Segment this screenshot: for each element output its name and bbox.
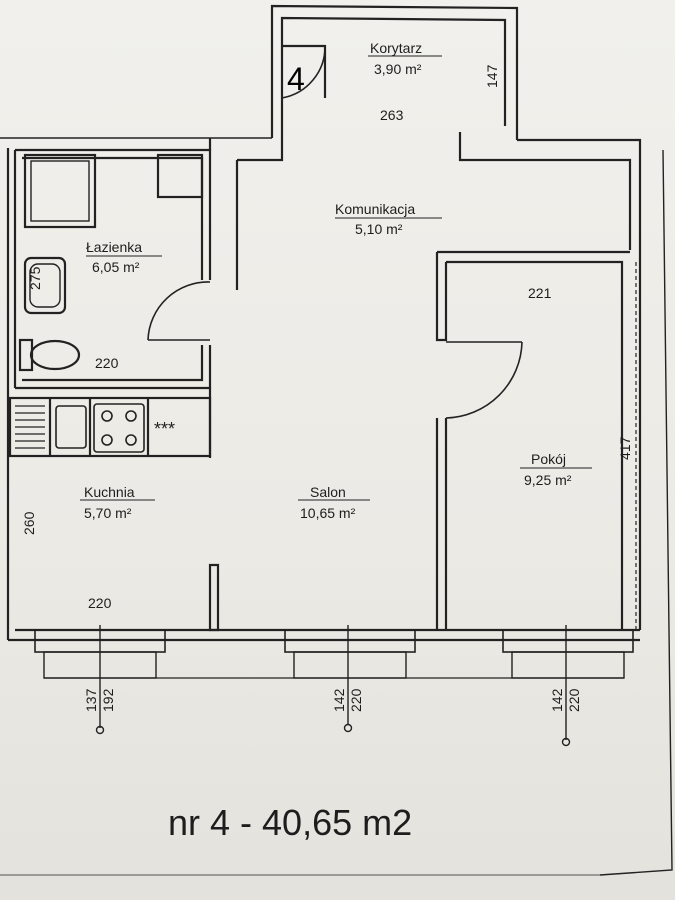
room-area-lazienka: 6,05 m² [92,259,140,275]
dim-lazienka-depth: 275 [27,266,43,290]
wall-pokoj-left [435,252,448,342]
room-area-kuchnia: 5,70 m² [84,505,132,521]
wall-korytarz-outer [270,4,519,140]
dim-korytarz-depth: 147 [484,64,500,88]
dim-window1-b: 192 [100,688,116,712]
dim-pokoj-length: 417 [617,436,633,460]
room-name-korytarz: Korytarz [370,40,422,56]
unit-number-badge: 4 [287,61,305,97]
window-kuchnia [34,625,166,735]
dim-window1-a: 137 [83,688,99,712]
toilet-bowl [29,339,81,371]
dim-kuchnia-width: 220 [88,595,112,611]
stove [93,403,145,453]
stove-burner-2 [125,410,137,422]
dim-window2-a: 142 [331,688,347,712]
dim-window3-b: 220 [566,688,582,712]
dim-korytarz-width: 263 [380,107,404,123]
stove-burner-1 [101,410,113,422]
window-pokoj [502,625,634,747]
bathtub-inner [30,160,90,222]
wall-bathroom-bottom-inner [22,345,204,382]
wall-komunikacja-a [237,132,284,162]
dim-lazienka-width: 220 [95,355,119,371]
room-name-salon: Salon [310,484,346,500]
room-area-salon: 10,65 m² [300,505,356,521]
sheet-border-right [599,149,673,876]
room-area-korytarz: 3,90 m² [374,61,422,77]
room-name-lazienka: Łazienka [86,239,142,255]
room-name-kuchnia: Kuchnia [84,484,135,500]
washbasin [23,256,67,315]
wall-pokoj-left-lower [435,418,448,630]
pokoj-door-swing [445,341,523,419]
washbasin-inner [29,263,61,308]
kitchen-sink [55,405,87,449]
wall-komunikacja-b [458,132,632,250]
room-area-pokoj: 9,25 m² [524,472,572,488]
room-name-pokoj: Pokój [531,451,566,467]
dim-window2-b: 220 [348,688,364,712]
room-name-komunikacja: Komunikacja [335,201,415,217]
stove-burner-3 [101,434,113,446]
window-salon [284,625,416,733]
drain-board [15,405,45,449]
wall-salon-kitchen [208,563,220,632]
room-area-komunikacja: 5,10 m² [355,221,403,237]
dim-window3-a: 142 [549,688,565,712]
bathtub [23,153,97,229]
stove-burner-4 [125,434,137,446]
unit-title: nr 4 - 40,65 m2 [168,802,412,843]
wall-pokoj-inner [446,260,624,630]
dim-pokoj-width: 221 [528,285,552,301]
bathroom-door-swing [147,281,211,341]
entrance-door-swing [281,45,326,99]
dim-kuchnia-depth: 260 [21,511,37,535]
stove-marks: *** [154,419,175,439]
wall-outer-top [517,138,642,630]
wall-bathroom [15,148,212,280]
cabinet [156,153,204,199]
wall-korytarz-inner [280,16,507,132]
